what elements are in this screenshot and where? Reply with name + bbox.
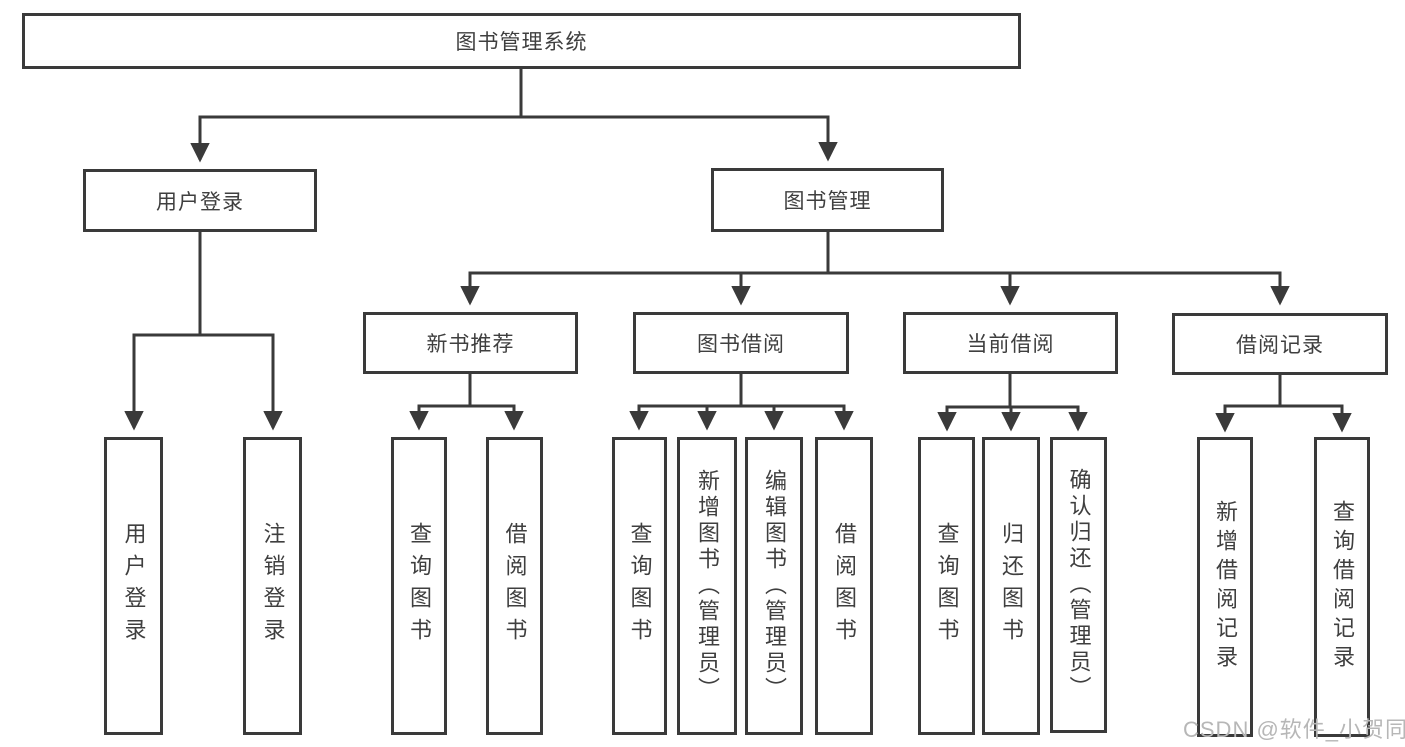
- node-borrow-records: 借阅记录: [1172, 313, 1388, 375]
- leaf-user-login: 用户登录: [104, 437, 163, 735]
- leaf-query-borrow-record: 查询借阅记录: [1314, 437, 1370, 737]
- leaf-query-books-recommend: 查询图书: [391, 437, 447, 735]
- leaf-return-books: 归还图书: [982, 437, 1040, 735]
- leaf-confirm-return-admin: 确认归还（管理员）: [1050, 437, 1107, 733]
- leaf-add-books-admin: 新增图书（管理员）: [677, 437, 737, 735]
- node-book-borrow: 图书借阅: [633, 312, 849, 374]
- leaf-borrow-books-recommend: 借阅图书: [486, 437, 543, 735]
- leaf-logout: 注销登录: [243, 437, 302, 735]
- node-user-login: 用户登录: [83, 169, 317, 232]
- node-current-borrow: 当前借阅: [903, 312, 1118, 374]
- leaf-borrow-books: 借阅图书: [815, 437, 873, 735]
- leaf-query-books-borrow: 查询图书: [612, 437, 667, 735]
- leaf-edit-books-admin: 编辑图书（管理员）: [745, 437, 803, 735]
- csdn-watermark: CSDN @软件_小贺同学: [1183, 717, 1405, 742]
- leaf-query-books-current: 查询图书: [918, 437, 975, 735]
- node-new-book-recommend: 新书推荐: [363, 312, 578, 374]
- node-book-management: 图书管理: [711, 168, 944, 232]
- node-library-management-system: 图书管理系统: [22, 13, 1021, 69]
- leaf-add-borrow-record: 新增借阅记录: [1197, 437, 1253, 737]
